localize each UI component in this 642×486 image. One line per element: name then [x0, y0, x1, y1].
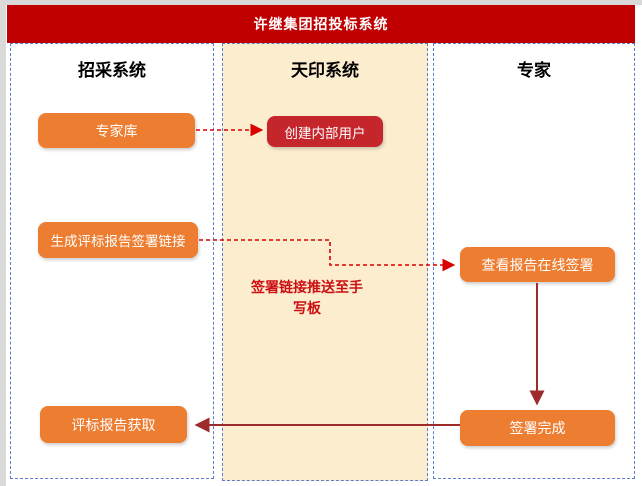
lane-title-procurement: 招采系统 — [78, 61, 146, 80]
window-margin-top — [0, 0, 642, 5]
node-report-retrieval: 评标报告获取 — [40, 406, 187, 443]
node-expert-database: 专家库 — [38, 113, 195, 148]
page-title: 许继集团招投标系统 — [253, 16, 389, 32]
note-push-link-to-pad: 签署链接推送至手写板 — [251, 279, 363, 316]
lane-title-expert: 专家 — [517, 61, 551, 80]
window-margin-left — [0, 0, 6, 486]
node-generate-sign-link: 生成评标报告签署链接 — [38, 222, 198, 258]
lane-title-tianyin: 天印系统 — [291, 61, 359, 80]
node-view-report-online-sign: 查看报告在线签署 — [460, 247, 615, 282]
node-sign-complete: 签署完成 — [460, 410, 615, 446]
node-create-internal-user: 创建内部用户 — [267, 116, 383, 147]
title-bar: 许继集团招投标系统 — [7, 5, 635, 43]
lane-tianyin-system: 天印系统 — [222, 43, 428, 481]
